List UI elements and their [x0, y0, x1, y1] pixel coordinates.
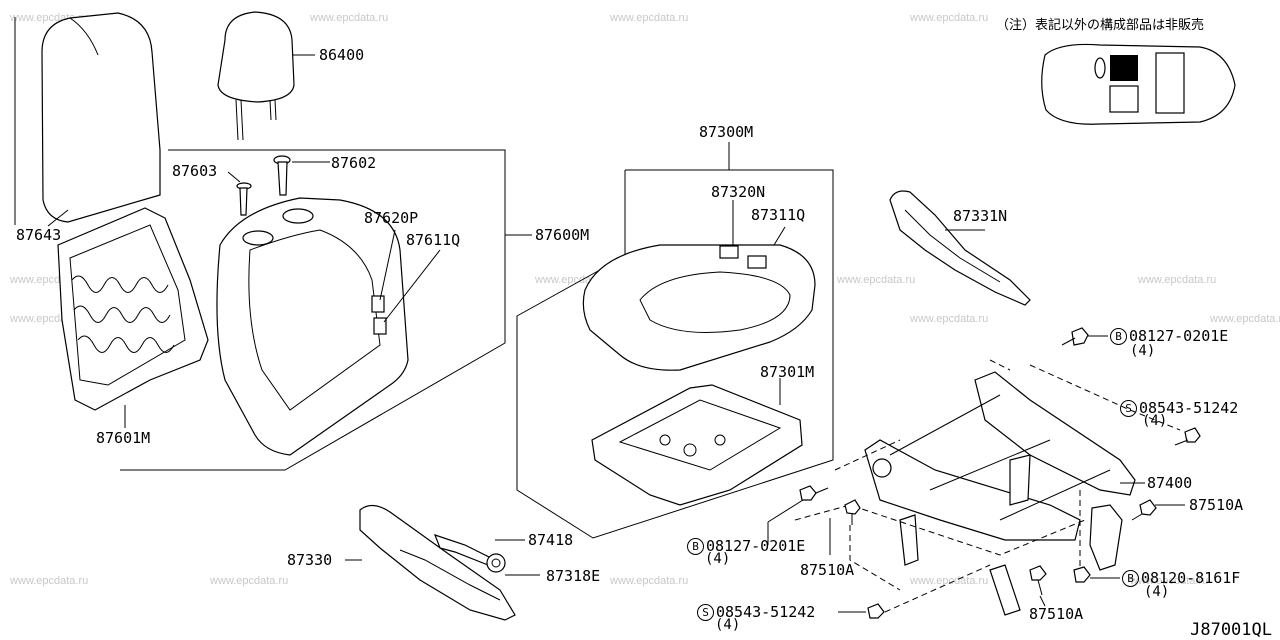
headrest-guide-87602 — [273, 155, 291, 196]
quantity: (4) — [705, 551, 731, 567]
part-label-87301m[interactable]: 87301M — [760, 363, 815, 381]
quantity: (4) — [1142, 413, 1168, 429]
screw-type-badge: S — [1120, 400, 1137, 417]
part-label-87400[interactable]: 87400 — [1147, 474, 1193, 492]
bolt-type-badge: B — [1110, 328, 1127, 345]
watermark: www.epcdata.ru — [1130, 575, 1209, 587]
part-label-87611q[interactable]: 87611Q — [406, 231, 461, 249]
fastener-code: 08543-51242 — [716, 603, 816, 621]
part-label-87510a[interactable]: 87510A — [1189, 496, 1244, 514]
group-bracket-87600m — [120, 149, 506, 471]
fastener-code: 08127-0201E — [1129, 327, 1229, 345]
part-label-87320n[interactable]: 87320N — [711, 183, 766, 201]
watermark: www.epcdata.ru — [910, 12, 989, 24]
fastener-code: 08543-51242 — [1139, 399, 1239, 417]
watermark: www.epcdata.ru — [837, 274, 916, 286]
quantity: (4) — [1130, 343, 1156, 359]
watermark: www.epcdata.ru — [310, 12, 389, 24]
part-label-87602[interactable]: 87602 — [331, 154, 377, 172]
knob-87318e — [486, 553, 506, 573]
part-label-87643[interactable]: 87643 — [16, 226, 62, 244]
availability-note: （注）表記以外の構成部品は非販売 — [996, 18, 1205, 33]
part-label-87510a[interactable]: 87510A — [1029, 605, 1084, 623]
figure-reference: J87001QL — [1190, 620, 1272, 640]
bolt-type-badge: B — [687, 538, 704, 555]
seatback-trim-87620p — [216, 197, 409, 456]
watermark: www.epcdata.ru — [10, 575, 89, 587]
part-label-87620p[interactable]: 87620P — [364, 209, 419, 227]
part-label-87300m[interactable]: 87300M — [699, 123, 754, 141]
bracket-87510a — [1089, 504, 1123, 571]
part-label-86400[interactable]: 86400 — [319, 46, 365, 64]
part-label-87603[interactable]: 87603 — [172, 162, 218, 180]
watermark: www.epcdata.ru — [210, 575, 289, 587]
watermark: www.epcdata.ru — [610, 575, 689, 587]
back-panel-87643 — [41, 12, 161, 223]
bolt-icon — [844, 499, 861, 525]
screw-type-badge: S — [697, 604, 714, 621]
fastener-code: 08127-0201E — [706, 537, 806, 555]
bolt-icon — [867, 603, 885, 619]
back-frame-87601m — [57, 207, 209, 411]
seat-adjuster-87400 — [864, 371, 1136, 616]
part-label-87418[interactable]: 87418 — [528, 531, 574, 549]
headrest-guide-87603 — [236, 182, 252, 216]
bolt-icon — [1131, 499, 1157, 521]
watermark: www.epcdata.ru — [1138, 274, 1217, 286]
fastener-code: 08120-8161F — [1141, 569, 1241, 587]
cushion-trim-87300m — [582, 244, 816, 371]
bolt-icon — [1061, 327, 1089, 346]
bolt-icon — [1073, 566, 1091, 583]
part-label-87600m[interactable]: 87600M — [535, 226, 590, 244]
bolt-icon — [1174, 427, 1201, 446]
watermark: www.epcdata.ru — [610, 12, 689, 24]
watermark: www.epcdata.ru — [910, 313, 989, 325]
side-finisher-87330 — [359, 504, 516, 621]
part-label-87318e[interactable]: 87318E — [546, 567, 601, 585]
bolt-icon — [1029, 565, 1047, 596]
quantity: (4) — [1144, 584, 1170, 600]
watermark: www.epcdata.ru — [1210, 313, 1280, 325]
part-label-87601m[interactable]: 87601M — [96, 429, 151, 447]
watermark: www.epcdata.ru — [910, 575, 989, 587]
part-label-87330[interactable]: 87330 — [287, 551, 333, 569]
part-label-87331n[interactable]: 87331N — [953, 207, 1008, 225]
part-label-87510a[interactable]: 87510A — [800, 561, 855, 579]
headrest-86400 — [217, 11, 295, 141]
finisher-87331n — [889, 190, 1031, 306]
bolt-type-badge: B — [1122, 570, 1139, 587]
cushion-frame-87301m — [591, 384, 803, 506]
vehicle-position-icon — [1041, 43, 1236, 125]
bolt-icon — [799, 485, 829, 501]
quantity: (4) — [715, 617, 741, 633]
part-label-87311q[interactable]: 87311Q — [751, 206, 806, 224]
